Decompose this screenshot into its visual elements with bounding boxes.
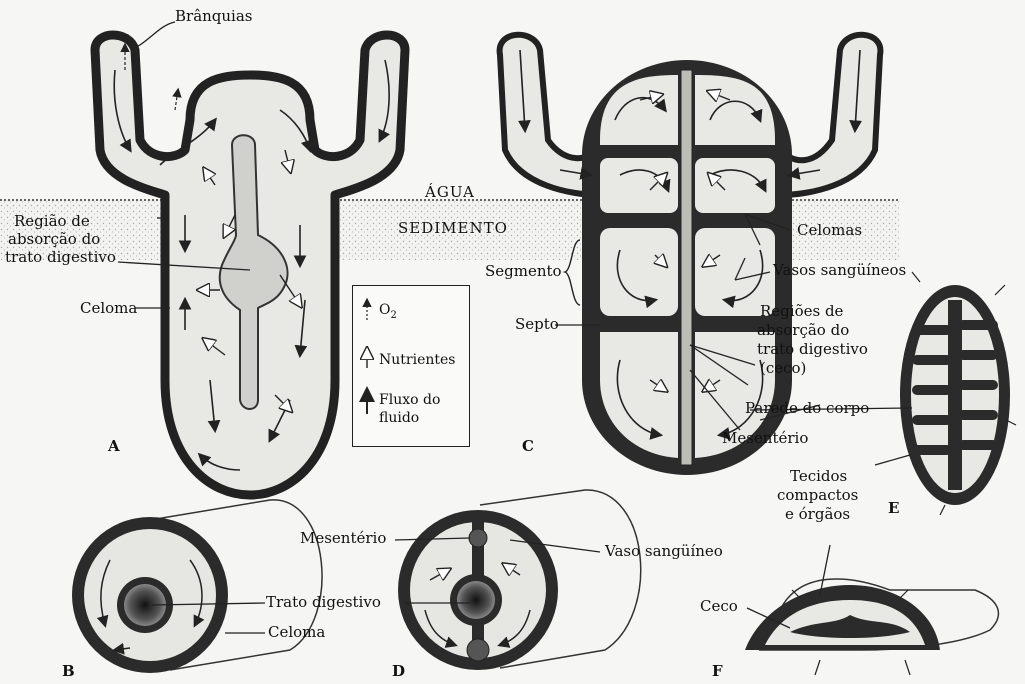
label-trato-digestivo: Trato digestivo: [266, 594, 381, 611]
label-regiao-absorcao-1: Região de: [14, 213, 90, 230]
panel-letter-a: A: [108, 438, 120, 455]
label-segmento: Segmento: [485, 263, 562, 280]
panel-letter-b: B: [62, 663, 75, 680]
label-branquias: Brânquias: [175, 8, 253, 25]
label-celoma-bd: Celoma: [268, 624, 325, 641]
label-regioes-absorcao-4: (ceco): [760, 360, 806, 377]
label-ceco: Ceco: [700, 598, 738, 615]
label-celomas: Celomas: [797, 222, 862, 239]
panel-letter-c: C: [522, 438, 534, 455]
panel-letter-d: D: [392, 663, 405, 680]
label-tecidos-1: Tecidos: [790, 468, 847, 485]
label-sedimento: SEDIMENTO: [398, 220, 508, 237]
panel-b-cylinder: [72, 500, 322, 673]
label-mesenterio-c: Mesentério: [722, 430, 808, 447]
label-septo: Septo: [515, 316, 559, 333]
label-regioes-absorcao-1: Regiões de: [760, 303, 843, 320]
label-regiao-absorcao-2: absorção do: [8, 231, 100, 248]
legend-nutrientes: Nutrientes: [379, 352, 455, 368]
label-tecidos-2: compactos: [777, 487, 858, 504]
label-vasos-sanguineos: Vasos sangüíneos: [773, 262, 906, 279]
panel-e-section: [900, 272, 1016, 515]
legend-fluxo-1: Fluxo do: [379, 392, 440, 408]
label-agua: ÁGUA: [425, 184, 475, 201]
label-tecidos-3: e órgãos: [785, 506, 850, 523]
label-vaso-sanguineo: Vaso sangüíneo: [605, 543, 723, 560]
label-mesenterio-d: Mesentério: [300, 530, 386, 547]
panel-letter-e: E: [888, 500, 899, 517]
label-celoma-a: Celoma: [80, 300, 137, 317]
panel-letter-f: F: [712, 663, 723, 680]
label-regioes-absorcao-2: absorção do: [757, 322, 849, 339]
label-parede-corpo: Parede do corpo: [745, 400, 869, 417]
panel-d-cylinder: [398, 490, 641, 670]
legend-o2: O2: [379, 302, 397, 324]
panel-f-section: [745, 579, 998, 675]
label-regiao-absorcao-3: trato digestivo: [5, 249, 116, 266]
legend-box: O2 Nutrientes Fluxo do fluido: [352, 285, 470, 447]
legend-fluxo-2: fluido: [379, 410, 419, 426]
label-regioes-absorcao-3: trato digestivo: [757, 341, 868, 358]
